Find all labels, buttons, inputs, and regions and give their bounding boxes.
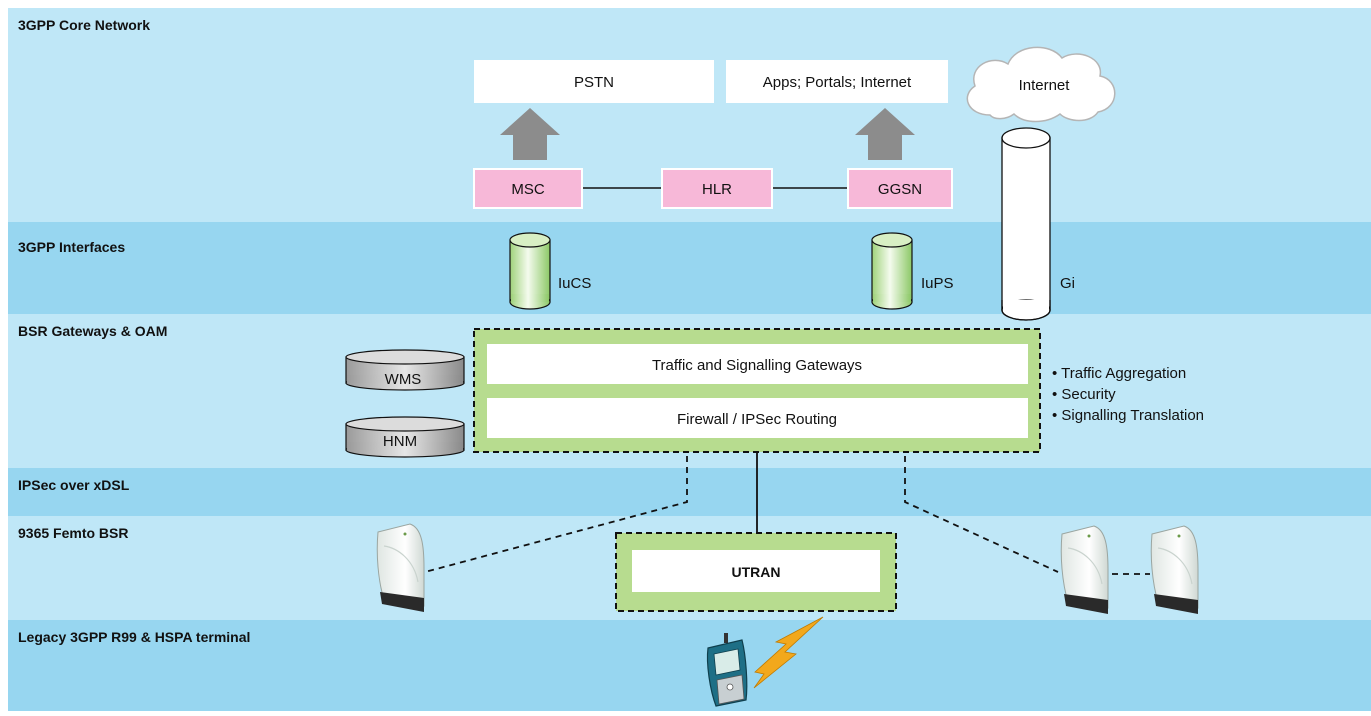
- band-label-femto: 9365 Femto BSR: [18, 525, 128, 541]
- traffic-gateways-label: Traffic and Signalling Gateways: [652, 357, 862, 374]
- hlr-label: HLR: [702, 181, 732, 198]
- pstn-label: PSTN: [574, 74, 614, 91]
- apps-label: Apps; Portals; Internet: [763, 74, 912, 91]
- msc-node: [473, 168, 583, 209]
- band-label-core: 3GPP Core Network: [18, 17, 150, 33]
- firewall-label: Firewall / IPSec Routing: [677, 411, 837, 428]
- iups-interface-cylinder-icon: [871, 232, 913, 310]
- band-ipsec: IPSec over xDSL: [8, 468, 1371, 516]
- band-interfaces: 3GPP Interfaces: [8, 222, 1371, 314]
- femto-bsr-device-icon: [376, 523, 425, 612]
- band-label-gateways: BSR Gateways & OAM: [18, 323, 167, 339]
- bullet-item: • Security: [1052, 386, 1116, 403]
- mobile-phone-icon: [706, 633, 748, 707]
- femto-left-link: [424, 456, 688, 573]
- iucs-interface-cylinder-icon: [509, 232, 551, 310]
- hnm-disk-icon: [345, 416, 465, 458]
- pstn-box: [474, 60, 714, 103]
- wms-label: WMS: [385, 371, 422, 388]
- hnm-label: HNM: [383, 433, 417, 450]
- band-label-legacy: Legacy 3GPP R99 & HSPA terminal: [18, 629, 250, 645]
- msc-label: MSC: [511, 181, 545, 198]
- femto-right-link: [904, 456, 1059, 573]
- iups-label: IuPS: [921, 275, 954, 292]
- wireless-signal-bolt-icon: [753, 616, 824, 689]
- apps-box: [726, 60, 948, 103]
- gi-interface-cylinder-icon: [1001, 127, 1051, 321]
- bullet-item: • Signalling Translation: [1052, 407, 1204, 424]
- band-legacy: Legacy 3GPP R99 & HSPA terminal: [8, 620, 1371, 711]
- wms-disk-icon: [345, 349, 465, 391]
- gi-label: Gi: [1060, 275, 1075, 292]
- femto-bsr-device-icon: [1150, 525, 1199, 614]
- band-label-interfaces: 3GPP Interfaces: [18, 239, 125, 255]
- traffic-gateways-box: [487, 344, 1028, 384]
- band-label-ipsec: IPSec over xDSL: [18, 477, 130, 493]
- iucs-label: IuCS: [558, 275, 591, 292]
- internet-cloud-label: Internet: [1019, 77, 1071, 94]
- femto-bsr-device-icon: [1060, 525, 1109, 614]
- internet-cloud-icon: [966, 46, 1116, 123]
- firewall-box: [487, 398, 1028, 438]
- ggsn-label: GGSN: [878, 181, 922, 198]
- utran-label: UTRAN: [732, 564, 781, 580]
- utran-box: [632, 550, 880, 592]
- hlr-node: [661, 168, 773, 209]
- bullet-item: • Traffic Aggregation: [1052, 365, 1186, 382]
- ggsn-node: [847, 168, 953, 209]
- arrow-up-msc-icon: [500, 108, 560, 160]
- gateway-functions-list: • Traffic Aggregation • Security • Signa…: [1052, 365, 1204, 424]
- arrow-up-ggsn-icon: [855, 108, 915, 160]
